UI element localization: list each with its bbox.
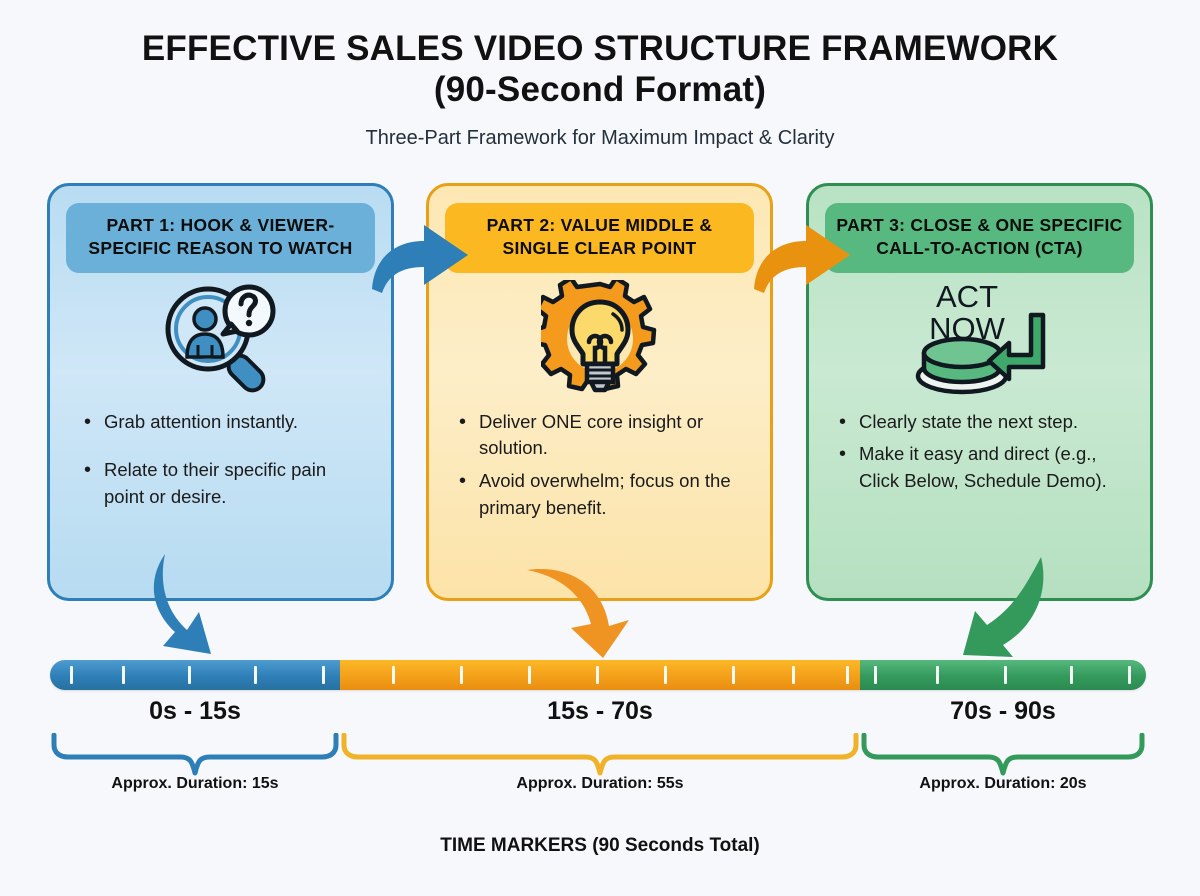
- tick-mark: [188, 666, 191, 684]
- timeline-segment-2[interactable]: [860, 660, 1146, 690]
- list-item: Clearly state the next step.: [839, 408, 1128, 437]
- tick-mark: [1128, 666, 1131, 684]
- card-part-3-bullets: Clearly state the next step. Make it eas…: [809, 408, 1150, 495]
- timeline-range-label-0: 0s - 15s: [149, 697, 241, 725]
- list-item: Deliver ONE core insight or solution.: [459, 408, 748, 463]
- list-item: Relate to their specific pain point or d…: [84, 456, 369, 511]
- cards-row: PART 1: HOOK & VIEWER-SPECIFIC REASON TO…: [0, 183, 1200, 603]
- card-part-3: PART 3: CLOSE & ONE SPECIFIC CALL-TO-ACT…: [806, 183, 1153, 601]
- page-subtitle: Three-Part Framework for Maximum Impact …: [365, 126, 835, 149]
- tick-mark: [392, 666, 395, 684]
- tick-mark: [70, 666, 73, 684]
- timeline-range-label-2: 70s - 90s: [950, 697, 1056, 725]
- card-part-2-bullets: Deliver ONE core insight or solution. Av…: [429, 408, 770, 522]
- timeline-duration-label-2: Approx. Duration: 20s: [919, 775, 1087, 792]
- card-part-2: PART 2: VALUE MIDDLE & SINGLE CLEAR POIN…: [426, 183, 773, 601]
- header-block: EFFECTIVE SALES VIDEO STRUCTURE FRAMEWOR…: [0, 28, 1200, 150]
- card-part-1: PART 1: HOOK & VIEWER-SPECIFIC REASON TO…: [47, 183, 394, 601]
- page-title: EFFECTIVE SALES VIDEO STRUCTURE FRAMEWOR…: [0, 28, 1200, 111]
- act-now-line-1: ACT: [936, 279, 998, 314]
- timeline-duration-label-0: Approx. Duration: 15s: [111, 775, 279, 792]
- magnifier-person-question-icon: [50, 277, 391, 401]
- tick-mark: [792, 666, 795, 684]
- tick-mark: [460, 666, 463, 684]
- title-line-1: EFFECTIVE SALES VIDEO STRUCTURE FRAMEWOR…: [141, 29, 1059, 68]
- timeline-duration-label-1: Approx. Duration: 55s: [516, 775, 684, 792]
- title-line-2: (90-Second Format): [433, 70, 767, 110]
- brace-segment-2: [861, 733, 1145, 776]
- card-part-2-heading: PART 2: VALUE MIDDLE & SINGLE CLEAR POIN…: [445, 203, 754, 273]
- tick-mark: [732, 666, 735, 684]
- timeline-segment-0[interactable]: [50, 660, 340, 690]
- act-now-button-icon: ACT NOW: [809, 273, 1150, 401]
- tick-mark: [846, 666, 849, 684]
- tick-mark: [322, 666, 325, 684]
- list-item: Grab attention instantly.: [84, 408, 369, 437]
- timeline-range-label-1: 15s - 70s: [547, 697, 653, 725]
- brace-segment-1: [341, 733, 859, 776]
- tick-mark: [936, 666, 939, 684]
- list-item: Make it easy and direct (e.g., Click Bel…: [839, 440, 1128, 495]
- tick-mark: [254, 666, 257, 684]
- card-part-1-bullets: Grab attention instantly. Relate to thei…: [50, 408, 391, 511]
- card-part-1-heading: PART 1: HOOK & VIEWER-SPECIFIC REASON TO…: [66, 203, 375, 273]
- tick-mark: [596, 666, 599, 684]
- tick-mark: [1004, 666, 1007, 684]
- tick-mark: [528, 666, 531, 684]
- timeline-segment-1[interactable]: [340, 660, 860, 690]
- brace-segment-0: [51, 733, 339, 776]
- tick-mark: [122, 666, 125, 684]
- card-part-3-heading: PART 3: CLOSE & ONE SPECIFIC CALL-TO-ACT…: [825, 203, 1134, 273]
- timeline-total-caption: TIME MARKERS (90 Seconds Total): [440, 835, 760, 856]
- list-item: Avoid overwhelm; focus on the primary be…: [459, 467, 748, 522]
- tick-mark: [874, 666, 877, 684]
- timeline-bar[interactable]: [50, 660, 1146, 690]
- tick-mark: [664, 666, 667, 684]
- gear-lightbulb-icon: [429, 277, 770, 401]
- tick-mark: [1070, 666, 1073, 684]
